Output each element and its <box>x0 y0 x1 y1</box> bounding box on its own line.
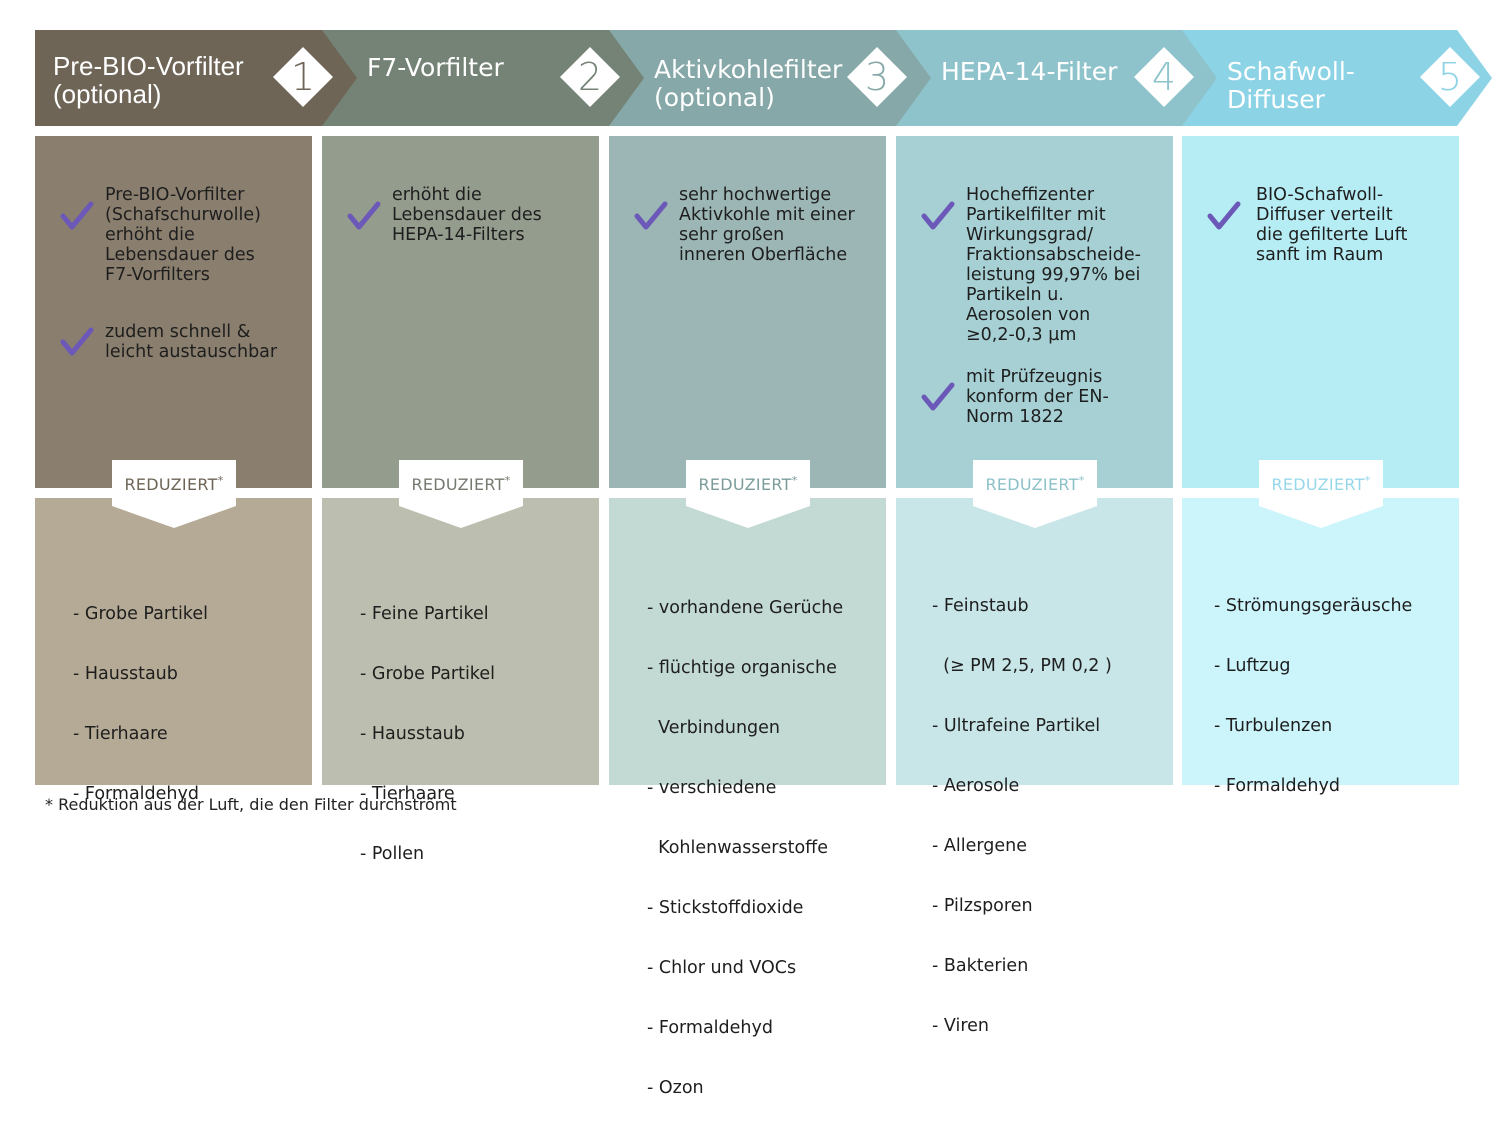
list-item: - Ozon <box>647 1078 704 1098</box>
stage-title: Aktivkohlefilter (optional) <box>654 55 843 112</box>
reduces-panel: - Feinstaub (≥ PM 2,5, PM 0,2 ) - Ultraf… <box>896 498 1173 1036</box>
list-item: - Formaldehyd <box>73 784 199 804</box>
checkmark-icon <box>921 201 955 230</box>
benefit-text: Pre-BIO-Vorfilter (Schafschurwolle) erhö… <box>105 185 261 285</box>
reduces-badge: REDUZIERT* <box>1259 460 1383 530</box>
list-item: - Bakterien <box>932 956 1029 976</box>
benefit-text: Hocheffizenter Partikelfilter mit Wirkun… <box>966 185 1141 345</box>
stage-number: 5 <box>1437 55 1463 99</box>
stage-number: 1 <box>290 55 316 99</box>
list-item: - Feinstaub <box>932 596 1029 616</box>
list-item: - Turbulenzen <box>1214 716 1333 736</box>
list-item: - Tierhaare <box>360 784 455 804</box>
list-item: - Allergene <box>932 836 1027 856</box>
list-item: - Luftzug <box>1214 656 1291 676</box>
reduces-badge: REDUZIERT* <box>686 460 810 530</box>
badge-label: REDUZIERT <box>698 475 792 494</box>
benefits-panel: Pre-BIO-Vorfilter (Schafschurwolle) erhö… <box>35 136 312 488</box>
stage-header-3: Aktivkohlefilter (optional) 3 <box>609 30 934 126</box>
footnote-mark: * <box>791 474 798 487</box>
reduces-badge: REDUZIERT* <box>399 460 523 530</box>
stage-title: HEPA-14-Filter <box>941 57 1118 86</box>
reduces-list: - Grobe Partikel - Hausstaub - Tierhaare… <box>73 564 208 844</box>
chevron-shape <box>35 30 360 126</box>
benefits-panel: sehr hochwertige Aktivkohle mit einer se… <box>609 136 886 488</box>
chevron-shape <box>1182 30 1492 126</box>
footnote-mark: * <box>217 474 224 487</box>
stage-title: Schafwoll- Diffuser <box>1227 57 1355 114</box>
footnote-mark: * <box>1364 474 1371 487</box>
reduces-panel: - Grobe Partikel - Hausstaub - Tierhaare… <box>35 498 312 804</box>
benefit-text: zudem schnell & leicht austauschbar <box>105 322 278 362</box>
checkmark-icon <box>634 201 668 230</box>
benefit-text: mit Prüfzeugnis konform der EN- Norm 182… <box>966 367 1109 427</box>
list-item: - Ultrafeine Partikel <box>932 716 1101 736</box>
badge-label: REDUZIERT <box>1271 475 1365 494</box>
list-item: - Tierhaare <box>73 724 168 744</box>
reduces-list: - Feine Partikel - Grobe Partikel - Haus… <box>360 564 495 904</box>
benefit-text: BIO-Schafwoll- Diffuser verteilt die gef… <box>1256 185 1408 265</box>
stage-title: F7-Vorfilter <box>367 53 504 82</box>
checkmark-icon <box>60 327 94 356</box>
stage-number: 3 <box>864 55 890 99</box>
badge-label: REDUZIERT <box>124 475 218 494</box>
list-item: - Feine Partikel <box>360 604 489 624</box>
stage-header-2: F7-Vorfilter 2 <box>322 30 647 126</box>
badge-label: REDUZIERT <box>411 475 505 494</box>
list-item: - Pollen <box>360 844 425 864</box>
footnote-mark: * <box>1078 474 1085 487</box>
reduces-panel: - Feine Partikel - Grobe Partikel - Haus… <box>322 498 599 864</box>
list-item: - Formaldehyd <box>1214 776 1340 796</box>
list-item: - verschiedene <box>647 778 777 798</box>
reduces-badge: REDUZIERT* <box>973 460 1097 530</box>
reduces-list: - Feinstaub (≥ PM 2,5, PM 0,2 ) - Ultraf… <box>932 556 1112 1076</box>
benefit-text: erhöht die Lebensdauer des HEPA-14-Filte… <box>392 185 542 245</box>
benefits-panel: BIO-Schafwoll- Diffuser verteilt die gef… <box>1182 136 1459 488</box>
list-item: - Hausstaub <box>73 664 178 684</box>
list-item: - Grobe Partikel <box>360 664 495 684</box>
footnote-mark: * <box>504 474 511 487</box>
list-item: - Grobe Partikel <box>73 604 208 624</box>
stage-header-1: Pre-BIO-Vorfilter (optional) 1 <box>35 30 360 126</box>
benefits-panel: erhöht die Lebensdauer des HEPA-14-Filte… <box>322 136 599 488</box>
list-item: Kohlenwasserstoffe <box>647 838 828 858</box>
benefits-panel: Hocheffizenter Partikelfilter mit Wirkun… <box>896 136 1173 488</box>
list-item: - Pilzsporen <box>932 896 1033 916</box>
reduces-panel: - Strömungsgeräusche - Luftzug - Turbule… <box>1182 498 1459 796</box>
stage-number: 2 <box>577 55 603 99</box>
list-item: (≥ PM 2,5, PM 0,2 ) <box>932 656 1112 676</box>
list-item: - flüchtige organische <box>647 658 837 678</box>
stage-header-5: Schafwoll- Diffuser 5 <box>1182 30 1500 126</box>
list-item: - vorhandene Gerüche <box>647 598 844 618</box>
footnote: * Reduktion aus der Luft, die den Filter… <box>45 795 457 814</box>
list-item: - Viren <box>932 1016 989 1036</box>
checkmark-icon <box>347 201 381 230</box>
chevron-shape <box>609 30 934 126</box>
checkmark-icon <box>60 201 94 230</box>
reduces-list: - vorhandene Gerüche - flüchtige organis… <box>647 558 843 1138</box>
reduces-badge: REDUZIERT* <box>112 460 236 530</box>
chevron-shape <box>322 30 647 126</box>
chevron-shape <box>896 30 1221 126</box>
list-item: Verbindungen <box>647 718 781 738</box>
badge-label: REDUZIERT <box>985 475 1079 494</box>
stage-header-4: HEPA-14-Filter 4 <box>896 30 1221 126</box>
list-item: - Formaldehyd <box>647 1018 773 1038</box>
reduces-panel: - vorhandene Gerüche - flüchtige organis… <box>609 498 886 1098</box>
reduces-list: - Strömungsgeräusche - Luftzug - Turbule… <box>1214 556 1412 836</box>
checkmark-icon <box>1207 201 1241 230</box>
list-item: - Aerosole <box>932 776 1020 796</box>
stage-number: 4 <box>1151 55 1177 99</box>
list-item: - Chlor und VOCs <box>647 958 797 978</box>
list-item: - Hausstaub <box>360 724 465 744</box>
list-item: - Stickstoffdioxide <box>647 898 804 918</box>
checkmark-icon <box>921 382 955 411</box>
stage-title: Pre-BIO-Vorfilter (optional) <box>53 51 244 109</box>
list-item: - Strömungsgeräusche <box>1214 596 1413 616</box>
benefit-text: sehr hochwertige Aktivkohle mit einer se… <box>679 185 855 265</box>
